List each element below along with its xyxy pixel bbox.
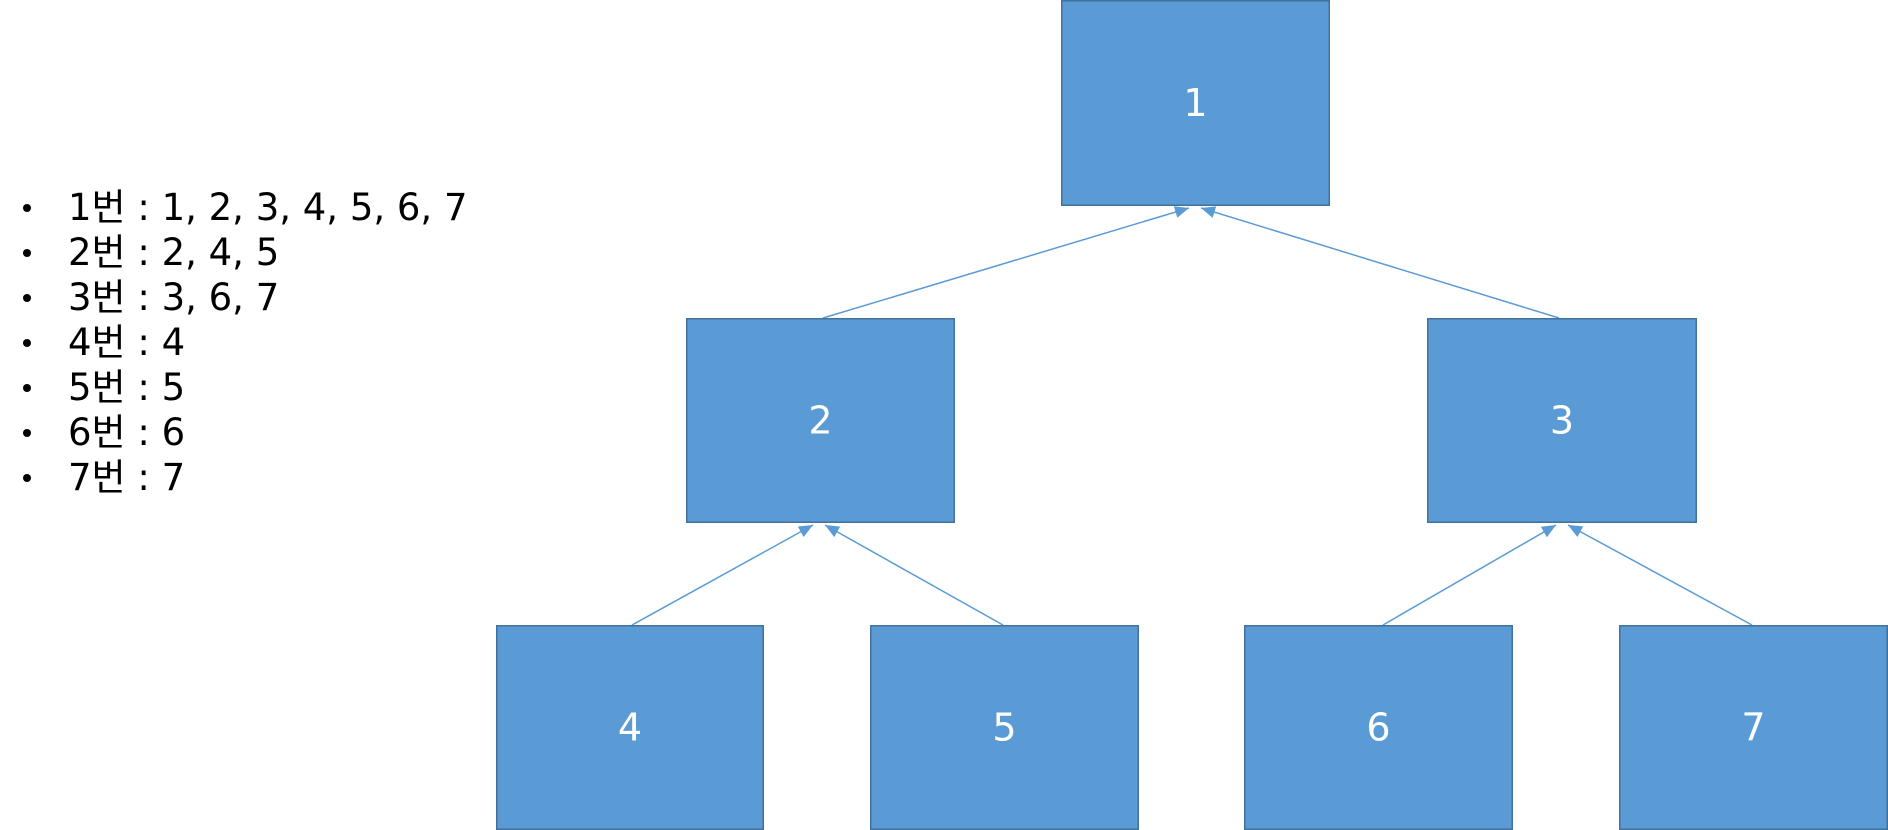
tree-node-label: 7 (1741, 706, 1765, 750)
edge-2-to-1 (822, 207, 1190, 319)
arrowhead-icon (1201, 206, 1217, 218)
tree-node-box (1061, 0, 1330, 206)
node-layer: 1 2 3 4 5 6 7 (496, 0, 1888, 830)
tree-node-3: 3 (1427, 318, 1697, 523)
bullet-icon (23, 429, 31, 437)
edge-3-to-1 (1200, 207, 1560, 319)
list-item-text: 4번 : 4 (68, 321, 186, 364)
list-item-text: 1번 : 1, 2, 3, 4, 5, 6, 7 (68, 186, 468, 229)
tree-node-label: 6 (1366, 706, 1390, 750)
arrowhead-icon (825, 525, 841, 538)
tree-node-label: 3 (1550, 399, 1574, 443)
arrowhead-icon (1568, 525, 1584, 537)
arrowhead-icon (1540, 525, 1556, 538)
bullet-icon (23, 339, 31, 347)
tree-node-label: 2 (808, 399, 832, 443)
bullet-icon (23, 204, 31, 212)
tree-node-2: 2 (686, 318, 955, 523)
tree-node-label: 4 (618, 706, 642, 750)
bullet-icon (23, 249, 31, 257)
bullet-icon (23, 384, 31, 392)
list-item-text: 6번 : 6 (68, 411, 186, 454)
arrowhead-icon (797, 525, 813, 538)
tree-node-5: 5 (870, 625, 1139, 830)
edge-6-to-3 (1382, 524, 1557, 626)
arrowhead-icon (1173, 206, 1189, 218)
tree-node-box (1244, 625, 1513, 830)
list-item-text: 2번 : 2, 4, 5 (68, 231, 280, 274)
tree-node-6: 6 (1244, 625, 1513, 830)
tree-node-box (686, 318, 955, 523)
edge-layer (631, 206, 1753, 626)
tree-node-4: 4 (496, 625, 764, 830)
tree-node-box (870, 625, 1139, 830)
tree-node-box (496, 625, 764, 830)
list-item-text: 5번 : 5 (68, 366, 186, 409)
list-item-text: 7번 : 7 (68, 456, 186, 499)
bullet-icon (23, 294, 31, 302)
tree-node-label: 1 (1183, 81, 1207, 125)
tree-node-box (1619, 625, 1888, 830)
tree-node-label: 5 (992, 706, 1016, 750)
tree-node-box (1427, 318, 1697, 523)
list-item-text: 3번 : 3, 6, 7 (68, 276, 280, 319)
tree-node-7: 7 (1619, 625, 1888, 830)
edge-4-to-2 (631, 524, 814, 626)
bullet-icon (23, 474, 31, 482)
tree-node-1: 1 (1061, 0, 1330, 206)
edge-7-to-3 (1567, 524, 1753, 626)
edge-5-to-2 (824, 524, 1004, 626)
